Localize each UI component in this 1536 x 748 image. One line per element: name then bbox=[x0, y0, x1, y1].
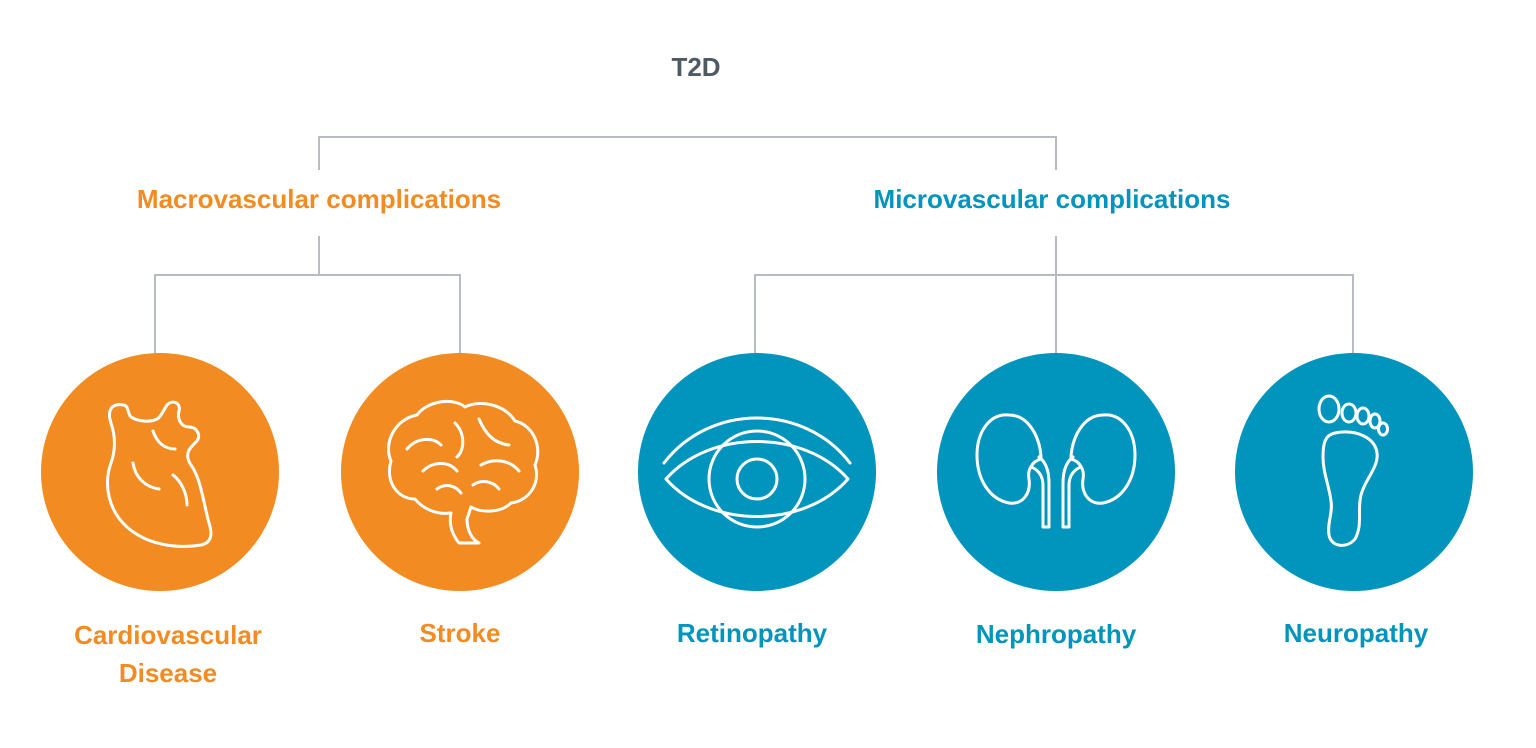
micro-connector bbox=[754, 236, 1354, 353]
nephropathy-circle bbox=[937, 353, 1175, 591]
neuropathy-circle bbox=[1235, 353, 1473, 591]
stroke-circle bbox=[341, 353, 579, 591]
retinopathy-label: Retinopathy bbox=[676, 618, 828, 648]
retinopathy-circle bbox=[638, 353, 876, 591]
root-label: T2D bbox=[671, 52, 721, 82]
eye-icon bbox=[662, 416, 852, 529]
cardiovascular-circle bbox=[41, 353, 279, 591]
root-connector bbox=[318, 136, 1057, 170]
neuropathy-label: Neuropathy bbox=[1283, 618, 1429, 648]
macro-connector bbox=[154, 236, 461, 353]
kidneys-icon bbox=[975, 413, 1137, 529]
brain-icon bbox=[387, 399, 540, 545]
macrovascular-label: Macrovascular complications bbox=[136, 184, 502, 214]
stroke-label: Stroke bbox=[419, 618, 501, 648]
nephropathy-label: Nephropathy bbox=[975, 619, 1137, 649]
microvascular-label: Microvascular complications bbox=[873, 184, 1231, 214]
foot-icon bbox=[1317, 394, 1389, 547]
heart-icon bbox=[106, 400, 213, 548]
cardiovascular-label: Cardiovascular Disease bbox=[74, 620, 262, 688]
